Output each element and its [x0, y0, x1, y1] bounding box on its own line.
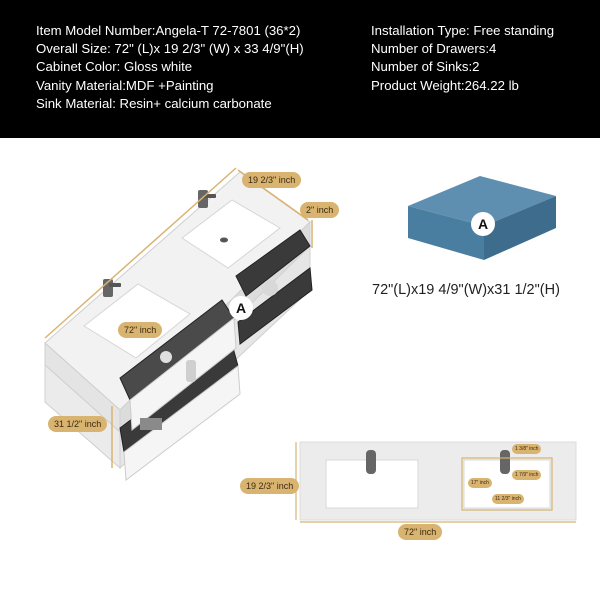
- top-view-depth-label: 19 2/3" inch: [240, 478, 300, 494]
- drawer-item: [186, 360, 196, 382]
- part-front-face: [408, 206, 484, 260]
- dim-line-length: [44, 167, 237, 339]
- bowl-depth-label: 11 2/3" inch: [492, 494, 524, 504]
- dimension-height-label: 31 1/2" inch: [48, 416, 108, 432]
- drawer-upper-right: [235, 229, 311, 297]
- sink-basin-right: [181, 199, 281, 269]
- top-view-faucet-left: [366, 450, 376, 474]
- spec-column-left: Item Model Number:Angela-T 72-7801 (36*2…: [36, 22, 304, 113]
- drawer-item: [140, 418, 162, 430]
- spec-sink-count: Number of Sinks:2: [371, 59, 480, 75]
- spec-cabinet-color: Cabinet Color: Gloss white: [36, 59, 193, 75]
- drawer-item: [160, 351, 172, 363]
- dimension-length-label: 72" inch: [118, 322, 163, 338]
- part-dimensions-text: 72"(L)x19 4/9"(W)x31 1/2"(H): [372, 282, 560, 298]
- part-side-face: [484, 196, 556, 260]
- drawer-front-upper: [129, 317, 237, 431]
- faucet-offset-label: 1 3/8" inch: [512, 444, 542, 454]
- drawer-lower-right: [237, 267, 313, 345]
- spec-product-weight: Product Weight:264.22 lb: [371, 77, 519, 93]
- top-view-length-label: 72" inch: [398, 524, 443, 540]
- drain-right: [220, 237, 228, 243]
- dimension-depth-label: 19 2/3" inch: [242, 172, 302, 188]
- spec-column-right: Installation Type: Free standing Number …: [371, 22, 554, 95]
- faucet-to-bowl-label: 1 7/9" inch: [512, 470, 542, 480]
- part-marker-a: A: [471, 212, 495, 236]
- spec-sink-material: Sink Material: Resin+ calcium carbonate: [36, 95, 272, 111]
- sink-basin-left: [83, 283, 191, 359]
- spec-vanity-material: Vanity Material:MDF +Painting: [36, 77, 214, 93]
- top-view-highlight: [461, 457, 553, 511]
- spec-drawer-count: Number of Drawers:4: [371, 41, 497, 57]
- vanity-top-marker-a: A: [229, 296, 253, 320]
- part-top-face: [408, 176, 556, 226]
- product-illustration: 19 2/3" inch 2" inch 72" inch 31 1/2" in…: [0, 138, 600, 600]
- spec-overall-size: Overall Size: 72" (L)x 19 2/3" (W) x 33 …: [36, 41, 304, 57]
- drawer-item: [262, 280, 278, 296]
- spec-model-number: Item Model Number:Angela-T 72-7801 (36*2…: [36, 23, 301, 38]
- drawer-front-lower: [123, 365, 241, 481]
- spec-installation-type: Installation Type: Free standing: [371, 23, 555, 38]
- dimension-thickness-label: 2" inch: [300, 202, 340, 218]
- bowl-side-label: 17" inch: [468, 478, 492, 488]
- spec-header: Item Model Number:Angela-T 72-7801 (36*2…: [0, 0, 600, 138]
- top-view-faucet-right: [500, 450, 510, 474]
